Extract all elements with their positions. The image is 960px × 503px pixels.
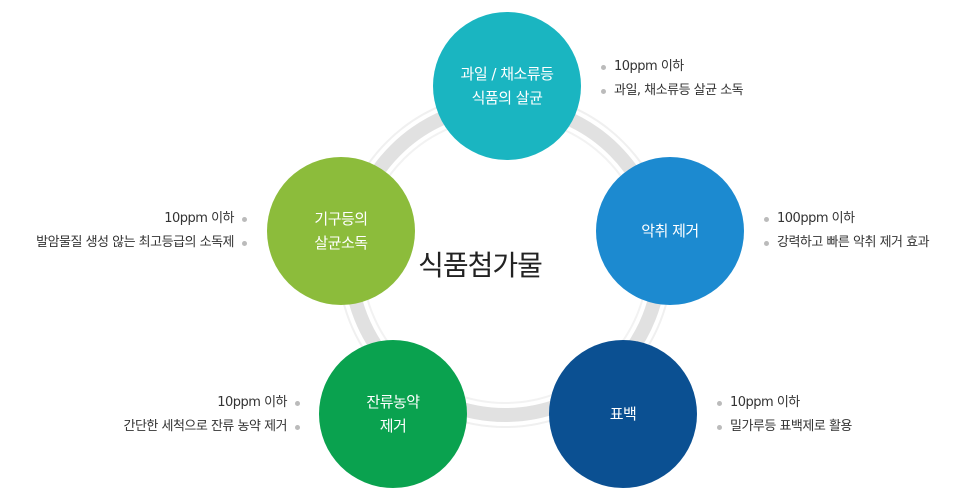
note-item: 10ppm 이하 [717, 391, 852, 415]
node-pesticide-line1: 잔류농약 [366, 393, 420, 411]
node-odor-line1: 악취 제거 [641, 222, 699, 240]
node-pesticide-line2: 제거 [379, 417, 407, 435]
node-bleach: 표백 [549, 340, 697, 488]
note-item: 10ppm 이하 [601, 55, 743, 79]
node-fruit-line1: 과일 / 채소류등 [460, 65, 554, 83]
node-pesticide-removal: 잔류농약 제거 [319, 340, 467, 488]
node-utensil-line2: 살균소독 [314, 234, 368, 252]
note-item: 밀가루등 표백제로 활용 [717, 415, 852, 439]
note-item: 10ppm 이하 [123, 391, 300, 415]
note-item: 10ppm 이하 [36, 207, 247, 231]
node-utensil-line1: 기구등의 [314, 210, 368, 228]
note-item: 100ppm 이하 [764, 207, 929, 231]
node-utensil-sterilization: 기구등의 살균소독 [267, 157, 415, 305]
note-item: 강력하고 빠른 악취 제거 효과 [764, 231, 930, 255]
note-item: 간단한 세척으로 잔류 농약 제거 [123, 415, 300, 439]
notes-fruit: 10ppm 이하 과일, 채소류등 살균 소독 [601, 55, 744, 103]
node-fruit-sterilization: 과일 / 채소류등 식품의 살균 [433, 12, 581, 160]
node-fruit-line2: 식품의 살균 [471, 89, 543, 107]
node-odor-removal: 악취 제거 [596, 157, 744, 305]
notes-utensil: 10ppm 이하 발암물질 생성 않는 최고등급의 소독제 [36, 207, 247, 255]
notes-pesticide: 10ppm 이하 간단한 세척으로 잔류 농약 제거 [123, 391, 300, 439]
center-title: 식품첨가물 [418, 249, 543, 282]
note-item: 과일, 채소류등 살균 소독 [601, 79, 744, 103]
notes-odor: 100ppm 이하 강력하고 빠른 악취 제거 효과 [764, 207, 930, 255]
note-item: 발암물질 생성 않는 최고등급의 소독제 [36, 231, 247, 255]
notes-bleach: 10ppm 이하 밀가루등 표백제로 활용 [717, 391, 852, 439]
node-bleach-line1: 표백 [609, 405, 637, 423]
